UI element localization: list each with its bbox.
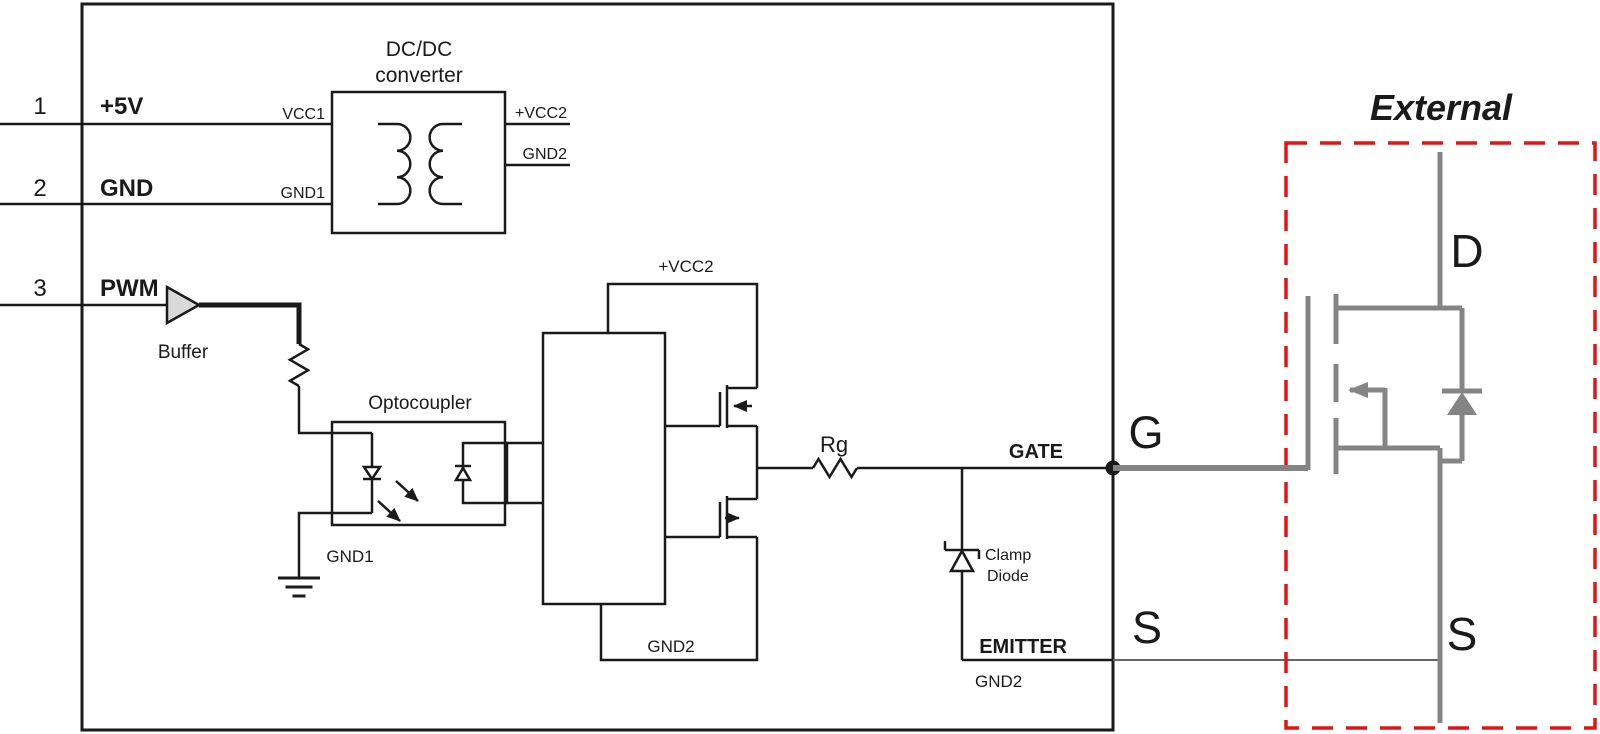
pin1-number: 1 [33, 93, 46, 120]
ground-icon [278, 576, 320, 598]
dcdc-pin-gnd2: GND2 [523, 146, 568, 163]
gate-resistor-icon [811, 456, 859, 480]
light-arrows-icon [377, 480, 419, 522]
driver-vcc2-label: +VCC2 [658, 257, 713, 276]
external-drain-label: D [1450, 225, 1483, 277]
transformer-icon [378, 122, 462, 206]
dcdc-converter-box [330, 90, 507, 235]
buffer-icon [165, 284, 202, 326]
buffer-label: Buffer [158, 342, 209, 363]
dcdc-output-stubs [505, 122, 570, 167]
photodiode-icon [453, 464, 473, 482]
clamp-diode-label-line1: Clamp [985, 547, 1031, 564]
led-anode-wire [297, 386, 372, 435]
dcdc-title-line1: DC/DC [386, 38, 453, 61]
led-icon [361, 433, 383, 513]
pin3-label: PWM [100, 275, 159, 302]
pmos-icon [665, 385, 757, 428]
external-boundary [1284, 141, 1597, 730]
gate-resistor-label: Rg [820, 432, 848, 457]
gate-pin-label: G [1128, 407, 1163, 458]
dcdc-pin-vcc2: +VCC2 [515, 105, 567, 122]
clamp-diode-icon [943, 468, 981, 660]
led-cathode-wire [297, 511, 372, 578]
driver-gnd2-label: GND2 [647, 637, 694, 656]
source-pin-label: S [1132, 602, 1162, 653]
external-source-label: S [1447, 608, 1478, 660]
clamp-diode-label-line2: Diode [987, 568, 1029, 585]
emitter-gnd-ref: GND2 [975, 672, 1022, 691]
optocoupler-gnd-ref: GND1 [326, 547, 373, 566]
external-title: External [1370, 87, 1513, 128]
input-pin-wires [0, 122, 332, 307]
optocoupler-label: Optocoupler [368, 393, 472, 414]
main-board-outline [80, 2, 1115, 732]
dcdc-title-line2: converter [375, 64, 463, 87]
dcdc-pin-gnd1: GND1 [281, 185, 326, 202]
photodetector-box [461, 441, 509, 505]
dcdc-pin-vcc1: VCC1 [282, 106, 325, 123]
opto-driver-wires [507, 441, 543, 505]
pin2-number: 2 [33, 175, 46, 202]
pwm-thick-wire [199, 302, 302, 344]
gate-net-label: GATE [1009, 441, 1063, 463]
driver-vcc2-rail [606, 282, 759, 388]
nmos-icon [665, 496, 757, 539]
pin3-number: 3 [33, 275, 46, 302]
driver-gnd2-rail [599, 537, 759, 662]
body-diode-icon [1440, 308, 1482, 464]
pin1-label: +5V [100, 93, 143, 120]
driver-box [541, 331, 667, 606]
led-series-resistor-icon [287, 342, 311, 388]
pin2-label: GND [100, 175, 153, 202]
external-mosfet-icon [1305, 152, 1462, 723]
optocoupler-box [330, 420, 507, 527]
emitter-net-label: EMITTER [979, 636, 1067, 658]
